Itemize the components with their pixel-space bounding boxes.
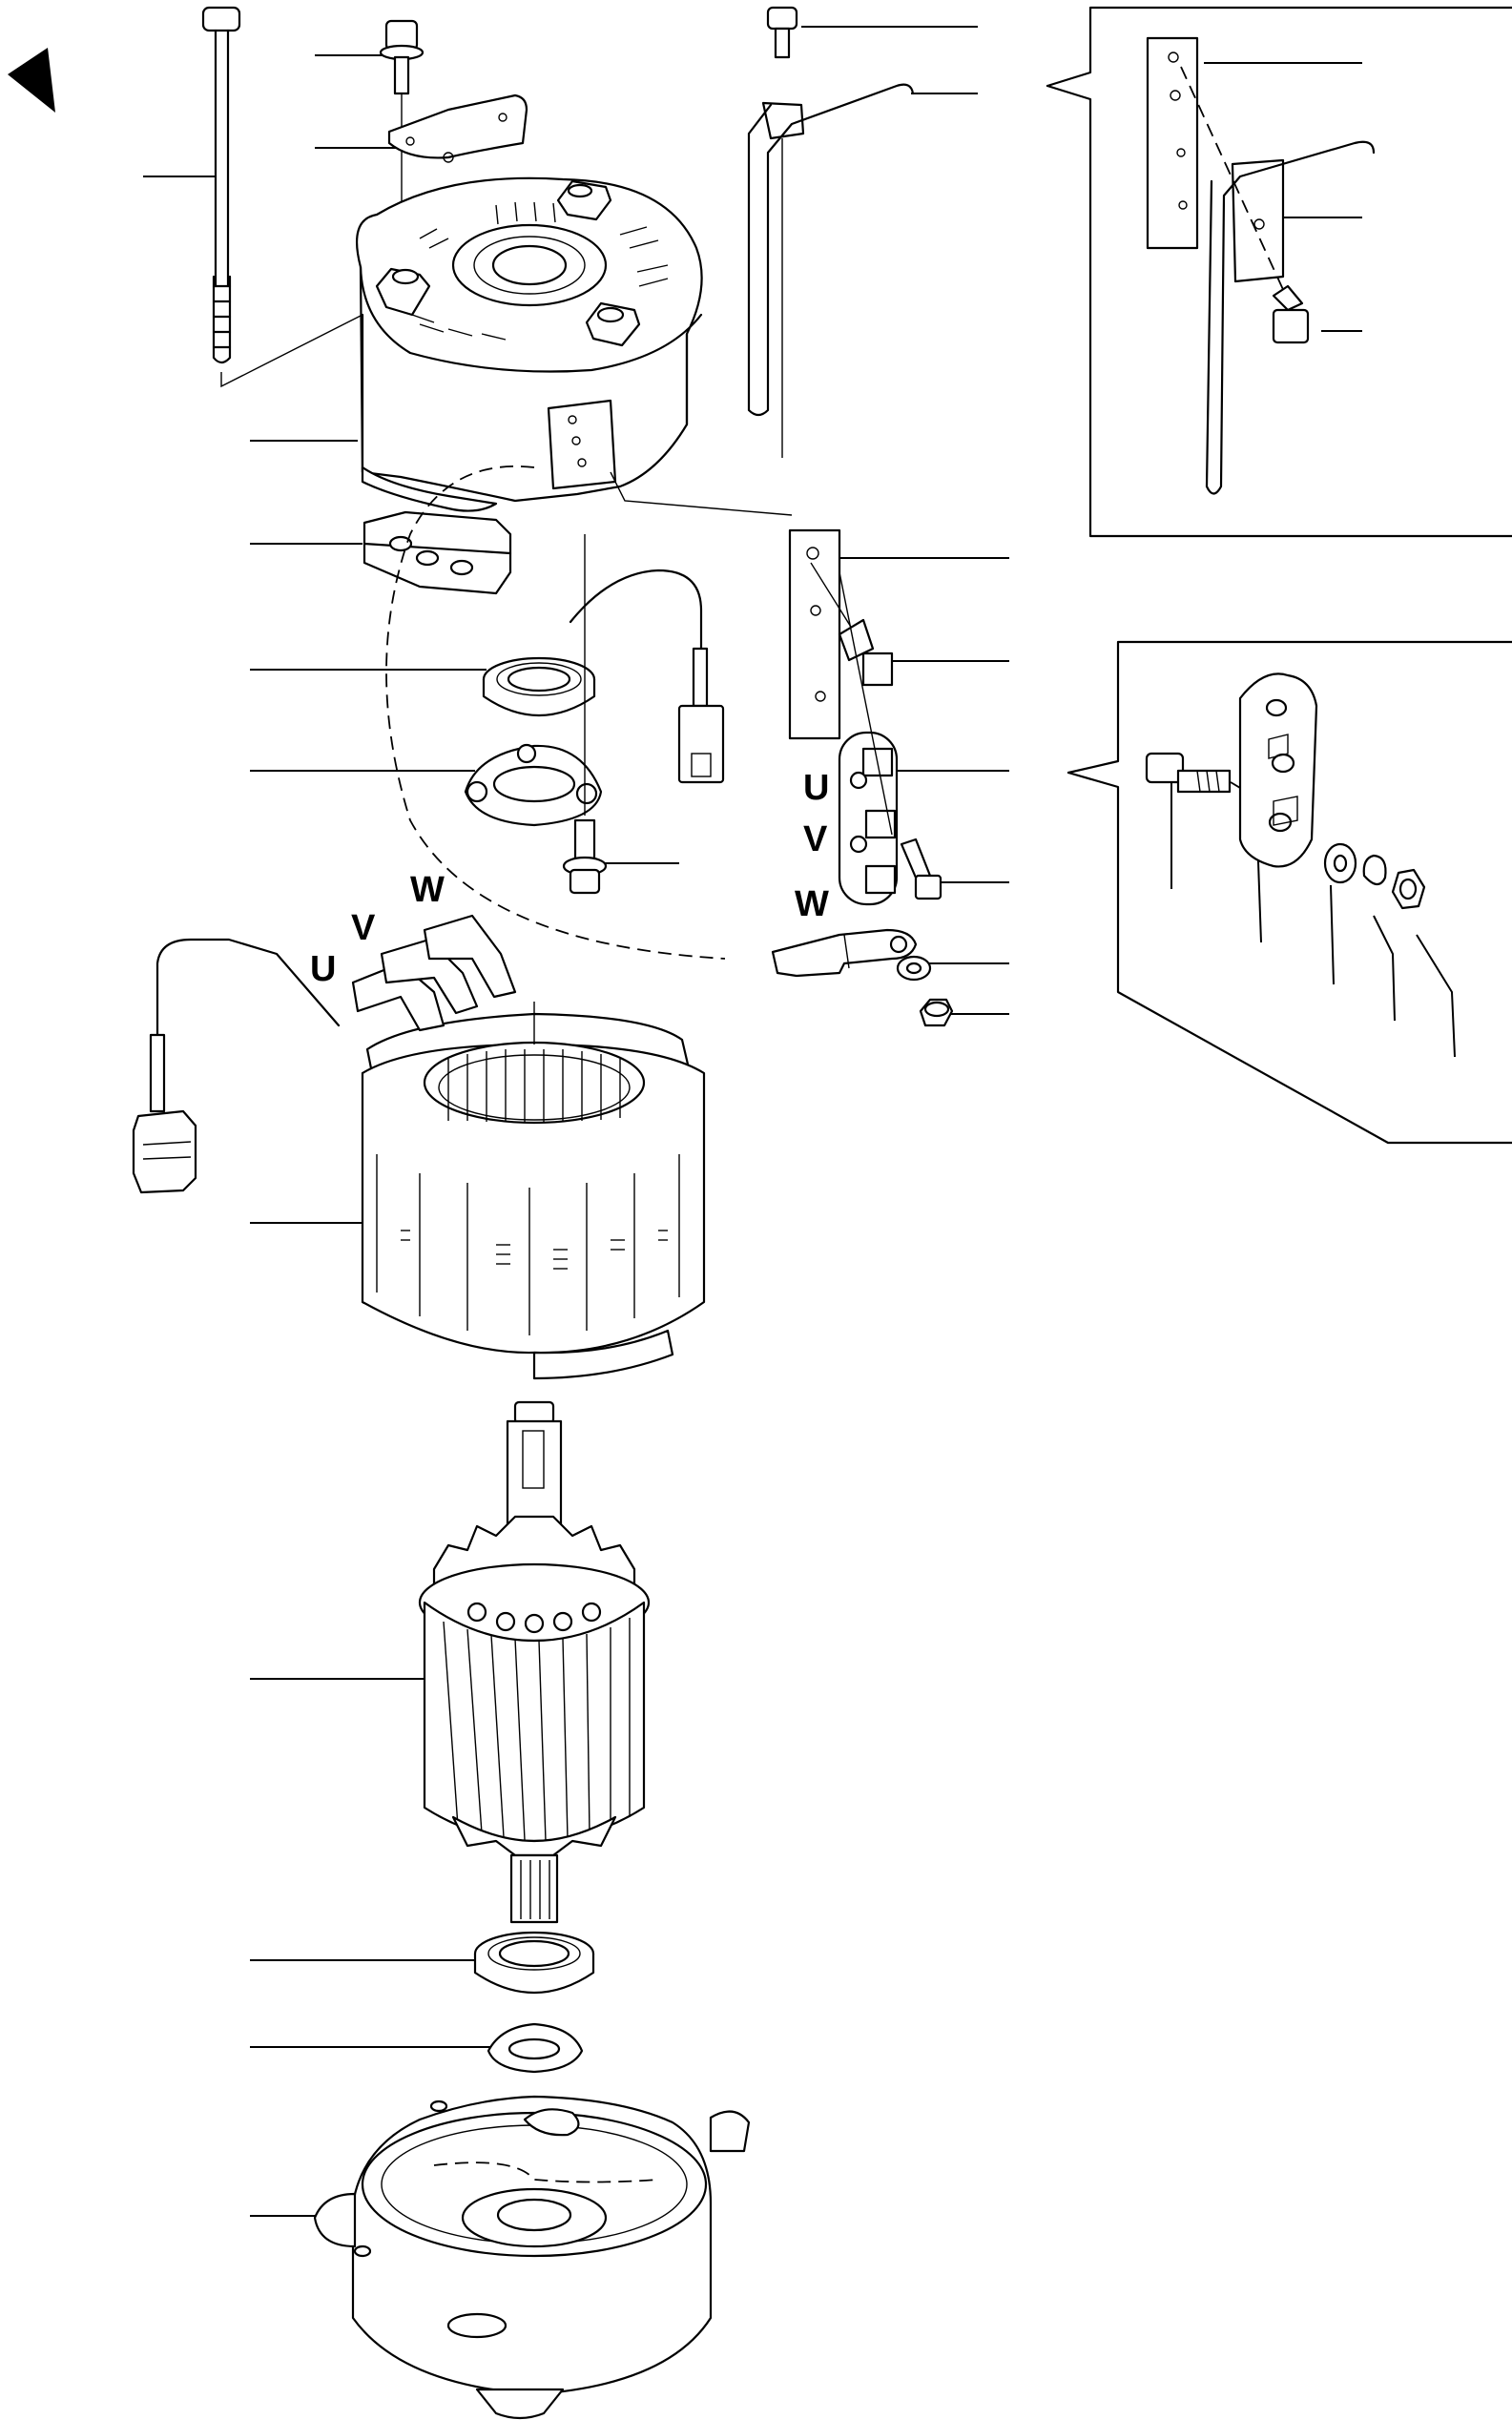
- detail-box-bracket: [1046, 6, 1512, 538]
- stator: [351, 914, 706, 1380]
- main-phase-labels: U V W: [310, 870, 445, 989]
- sensor-lead: [569, 569, 725, 784]
- terminal-phase-labels: U V W: [795, 768, 829, 924]
- harness-bracket-assembly: [747, 6, 915, 458]
- retainer-bolt: [562, 534, 608, 895]
- rear-housing: [356, 176, 703, 512]
- terminal-label-v: V: [803, 819, 828, 859]
- bearing-lower: [473, 1931, 595, 1995]
- stator-lead-wire: [132, 938, 341, 1194]
- plate-bolt: [838, 618, 894, 687]
- detail-box-terminal: [1067, 640, 1512, 1145]
- terminal-label-u: U: [803, 768, 829, 808]
- through-bolt: [201, 6, 363, 388]
- phase-label-u: U: [310, 949, 336, 989]
- washer: [896, 955, 932, 982]
- rotor: [418, 1400, 651, 1924]
- terminal-plate: [610, 471, 860, 740]
- brush-holder: [362, 510, 512, 595]
- bearing-upper: [482, 656, 596, 717]
- wire-route-dash: [385, 465, 726, 960]
- terminal-lug: [771, 928, 918, 978]
- triangle-pointer-icon: [8, 48, 55, 113]
- wave-washer: [487, 2022, 584, 2074]
- phase-label-w: W: [410, 870, 445, 910]
- bearing-retainer: [464, 743, 603, 827]
- phase-label-v: V: [351, 908, 376, 948]
- front-housing: [313, 2095, 751, 2420]
- cover-plate: [387, 93, 528, 163]
- terminal-label-w: W: [795, 884, 829, 924]
- nut: [919, 998, 954, 1027]
- terminal-block: [838, 571, 942, 906]
- leader-lines: [143, 26, 1456, 2217]
